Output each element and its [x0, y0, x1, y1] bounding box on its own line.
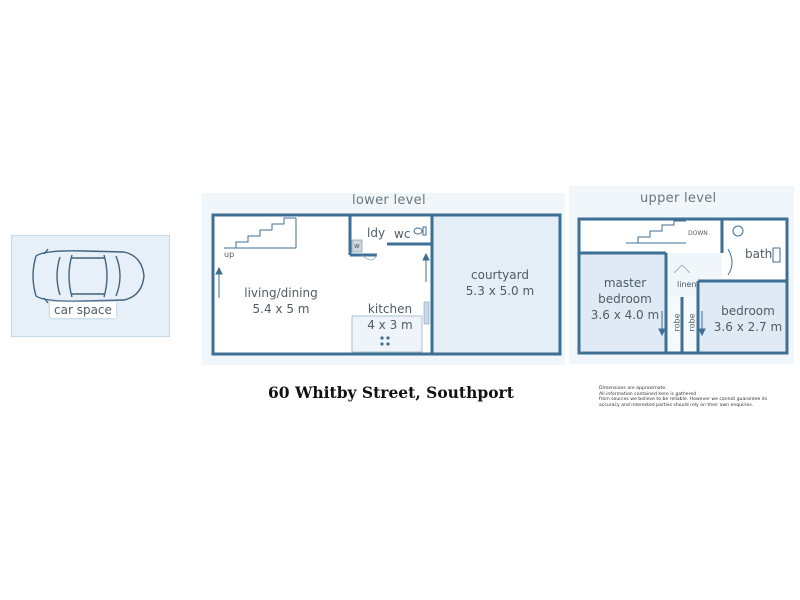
disclaimer-line3: from sources we believe to be reliable. … [599, 397, 768, 403]
down-label: DOWN [688, 230, 708, 237]
living-dining-name: living/dining [244, 286, 318, 300]
disclaimer-line1: Dimensions are approximate. [599, 386, 667, 391]
courtyard-floor [432, 216, 560, 354]
bedroom-label: bedroom 3.6 x 2.7 m [711, 303, 785, 335]
kitchen-label: kitchen 4 x 3 m [362, 301, 418, 333]
robe-label-1: robe [672, 313, 682, 332]
lower-level-plan [211, 213, 562, 356]
laundry-label: ldy [367, 226, 386, 240]
kitchen-name: kitchen [367, 302, 413, 316]
disclaimer: Dimensions are approximate. All informat… [599, 386, 769, 408]
washer-label: w [354, 242, 360, 250]
upper-stairs-icon [626, 220, 686, 244]
robe-label-2: robe [687, 313, 697, 332]
courtyard-size: 5.3 x 5.0 m [465, 284, 535, 298]
master-size: 3.6 x 4.0 m [590, 308, 660, 322]
car-space-label: car space [50, 302, 116, 318]
lower-level-title: lower level [352, 193, 426, 208]
up-label: up [224, 250, 235, 259]
bedroom-floor [698, 281, 786, 351]
bedroom-size: 3.6 x 2.7 m [713, 320, 783, 334]
courtyard-label: courtyard 5.3 x 5.0 m [448, 267, 552, 299]
wc-label: wc [394, 227, 411, 241]
courtyard-name: courtyard [471, 268, 529, 282]
upper-level-plan [577, 217, 789, 355]
master-floor [580, 253, 666, 351]
master-name-line1: master [603, 276, 647, 290]
master-name-line2: bedroom [598, 292, 652, 306]
bedroom-name: bedroom [721, 304, 775, 318]
property-address: 60 Whitby Street, Southport [268, 383, 514, 402]
upper-level-title: upper level [640, 191, 717, 206]
master-bedroom-label: master bedroom 3.6 x 4.0 m [589, 275, 661, 323]
disclaimer-line2: All information contained here is gather… [599, 391, 697, 397]
bath-label: bath [745, 247, 773, 261]
kitchen-size: 4 x 3 m [367, 318, 413, 332]
disclaimer-line4: accuracy and interested parties should r… [599, 402, 754, 408]
car-space-panel [11, 235, 170, 337]
living-dining-size: 5.4 x 5 m [252, 302, 310, 316]
living-dining-label: living/dining 5.4 x 5 m [236, 285, 326, 317]
lower-stairs-icon [224, 217, 297, 249]
linen-label: linen [677, 280, 697, 289]
car-icon [32, 248, 145, 304]
